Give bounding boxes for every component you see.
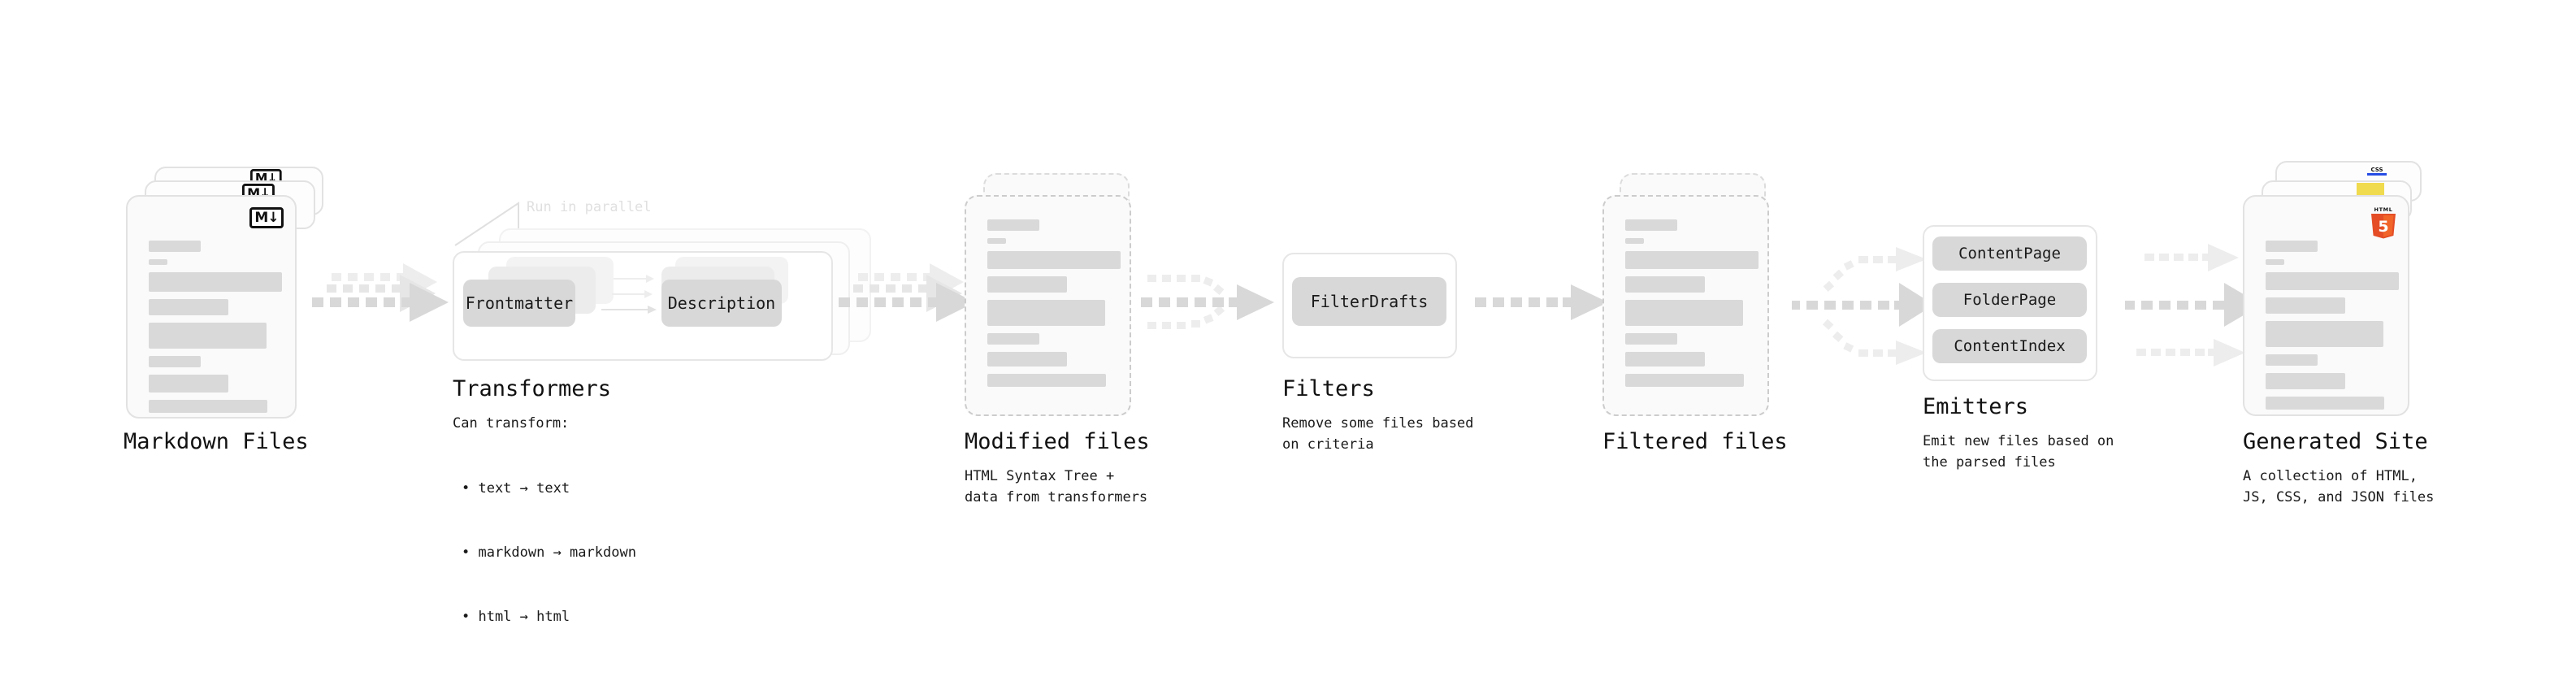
markdown-badge: M↓ [249, 207, 284, 228]
label-emitters: Emitters [1923, 394, 2029, 419]
label-markdown-files: Markdown Files [124, 429, 309, 454]
site-card-front: HTML 5 [2243, 195, 2409, 416]
connector-filters-to-filtered [1475, 284, 1608, 320]
label-filters: Filters [1282, 376, 1375, 401]
html5-badge: HTML 5 [2371, 206, 2396, 239]
emitters-subtitle: Emit new files based on the parsed files [1923, 433, 2114, 471]
filter-chip-filterdrafts[interactable]: FilterDrafts [1292, 277, 1446, 326]
transformer-chip-frontmatter[interactable]: Frontmatter [463, 280, 575, 327]
transformers-bullet-2: • html → html [462, 608, 570, 625]
generated-site-subtitle: A collection of HTML, JS, CSS, and JSON … [2243, 468, 2435, 506]
svg-text:CSS: CSS [2370, 167, 2383, 173]
label-generated-site: Generated Site [2243, 429, 2428, 454]
css3-badge: CSS [2367, 167, 2387, 176]
label-transformers: Transformers [453, 376, 612, 401]
emitter-chip-folderpage[interactable]: FolderPage [1932, 283, 2087, 317]
emitter-chip-contentindex[interactable]: ContentIndex [1932, 329, 2087, 363]
transformers-subtitle: Can transform: [453, 415, 570, 432]
filters-subtitle: Remove some files based on criteria [1282, 415, 1474, 453]
connector-modified-to-filters [1141, 275, 1274, 329]
svg-text:HTML: HTML [2374, 206, 2393, 213]
emitter-chip-contentpage[interactable]: ContentPage [1932, 236, 2087, 271]
label-filtered-files: Filtered files [1602, 429, 1788, 454]
run-in-parallel-bracket [454, 202, 519, 246]
modified-files-subtitle: HTML Syntax Tree + data from transformer… [965, 468, 1148, 506]
label-run-in-parallel: Run in parallel [527, 199, 652, 215]
label-modified-files: Modified files [965, 429, 1150, 454]
filtered-card-front [1602, 195, 1769, 416]
site-content-lines [2266, 218, 2399, 417]
markdown-content-lines [149, 218, 282, 420]
transformer-chip-description[interactable]: Description [661, 280, 782, 327]
transformers-bullets: • text → text • markdown → markdown • ht… [462, 435, 636, 670]
connector-filtered-to-emitters [1792, 247, 1934, 365]
modified-content-lines [987, 218, 1121, 394]
modified-card-front [965, 195, 1131, 416]
transformers-bullet-0: • text → text [462, 479, 570, 497]
filtered-content-lines [1625, 218, 1759, 394]
connector-md-to-transformers [312, 263, 449, 322]
markdown-card-front: M↓ [126, 195, 297, 419]
transformers-bullet-1: • markdown → markdown [462, 544, 636, 561]
connector-emitters-to-site [2125, 244, 2262, 367]
transformer-internal-arrows [601, 275, 657, 314]
svg-text:5: 5 [2378, 218, 2388, 236]
connector-transformers-to-modified [839, 263, 975, 322]
